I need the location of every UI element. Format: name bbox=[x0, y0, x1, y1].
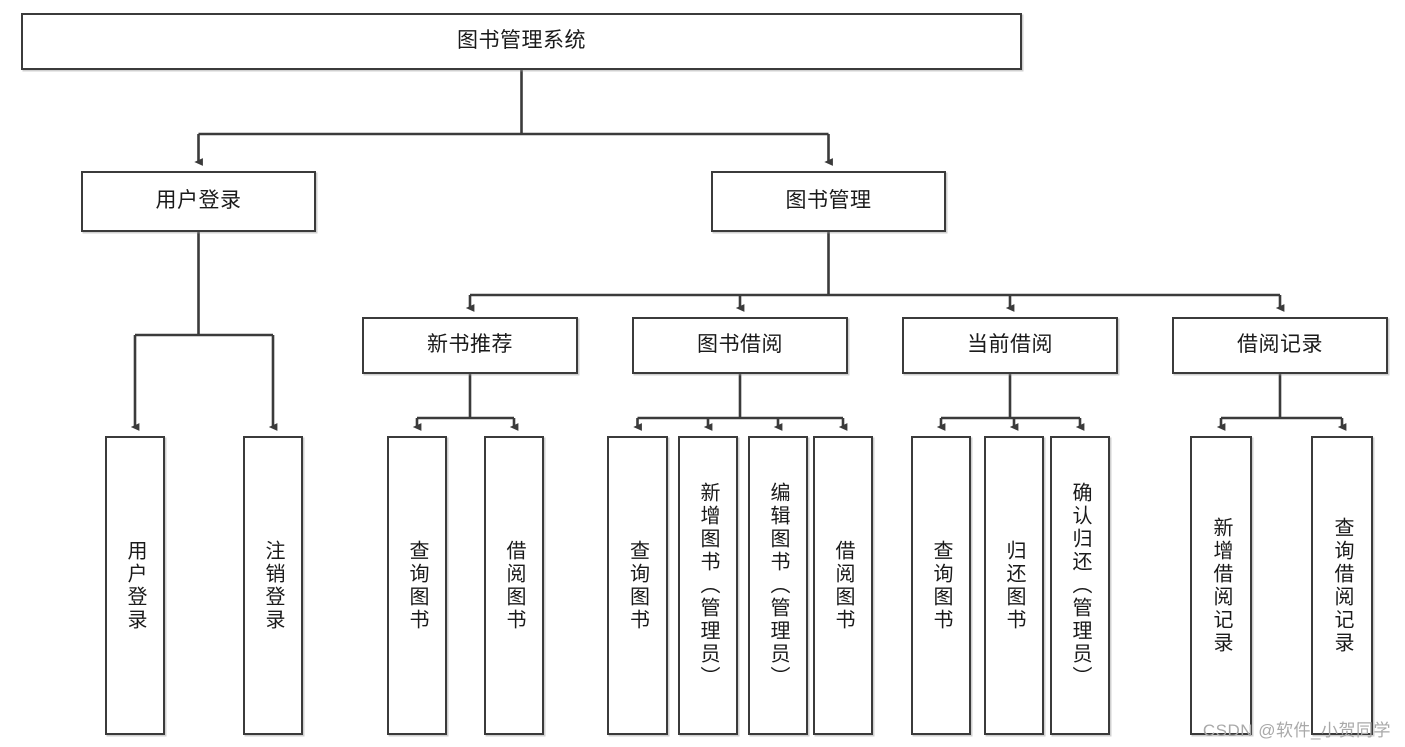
node-label: 借阅记录 bbox=[1237, 333, 1323, 357]
node-leaf-return-books[interactable]: 归还图书 bbox=[984, 436, 1044, 735]
node-book-management[interactable]: 图书管理 bbox=[711, 171, 946, 232]
node-label: 借阅图书 bbox=[503, 539, 525, 632]
node-label: 归还图书 bbox=[1003, 539, 1025, 632]
node-leaf-query-books-current[interactable]: 查询图书 bbox=[911, 436, 971, 735]
node-leaf-query-borrow-record[interactable]: 查询借阅记录 bbox=[1311, 436, 1373, 735]
node-label: 图书管理系统 bbox=[457, 29, 586, 53]
node-label: 图书管理 bbox=[785, 189, 872, 213]
node-leaf-user-login[interactable]: 用户登录 bbox=[105, 436, 165, 735]
node-root[interactable]: 图书管理系统 bbox=[21, 13, 1022, 70]
node-borrow-records[interactable]: 借阅记录 bbox=[1172, 317, 1388, 374]
node-label: 查询借阅记录 bbox=[1331, 516, 1353, 655]
node-label: 查询图书 bbox=[930, 539, 952, 632]
node-label: 当前借阅 bbox=[967, 333, 1053, 357]
node-label: 用户登录 bbox=[124, 539, 146, 632]
node-book-borrow[interactable]: 图书借阅 bbox=[632, 317, 848, 374]
node-label: 借阅图书 bbox=[832, 539, 854, 632]
node-label: 新增借阅记录 bbox=[1210, 516, 1232, 655]
node-label: 编辑图书（管理员） bbox=[767, 482, 789, 689]
node-leaf-logout[interactable]: 注销登录 bbox=[243, 436, 303, 735]
node-leaf-query-books[interactable]: 查询图书 bbox=[607, 436, 668, 735]
node-label: 新增图书（管理员） bbox=[697, 482, 719, 689]
node-user-login[interactable]: 用户登录 bbox=[81, 171, 316, 232]
node-leaf-borrow-books-recommend[interactable]: 借阅图书 bbox=[484, 436, 544, 735]
node-current-borrow[interactable]: 当前借阅 bbox=[902, 317, 1118, 374]
node-leaf-add-borrow-record[interactable]: 新增借阅记录 bbox=[1190, 436, 1252, 735]
node-leaf-confirm-return-admin[interactable]: 确认归还（管理员） bbox=[1050, 436, 1110, 735]
node-leaf-edit-book-admin[interactable]: 编辑图书（管理员） bbox=[748, 436, 808, 735]
node-label: 查询图书 bbox=[406, 539, 428, 632]
node-label: 新书推荐 bbox=[427, 333, 513, 357]
node-label: 注销登录 bbox=[262, 539, 284, 632]
node-leaf-borrow-books[interactable]: 借阅图书 bbox=[813, 436, 873, 735]
node-new-book-recommend[interactable]: 新书推荐 bbox=[362, 317, 578, 374]
node-label: 确认归还（管理员） bbox=[1069, 482, 1091, 689]
node-leaf-query-books-recommend[interactable]: 查询图书 bbox=[387, 436, 447, 735]
node-label: 图书借阅 bbox=[697, 333, 783, 357]
node-label: 查询图书 bbox=[626, 539, 649, 632]
node-leaf-add-book-admin[interactable]: 新增图书（管理员） bbox=[678, 436, 738, 735]
node-label: 用户登录 bbox=[155, 189, 242, 213]
